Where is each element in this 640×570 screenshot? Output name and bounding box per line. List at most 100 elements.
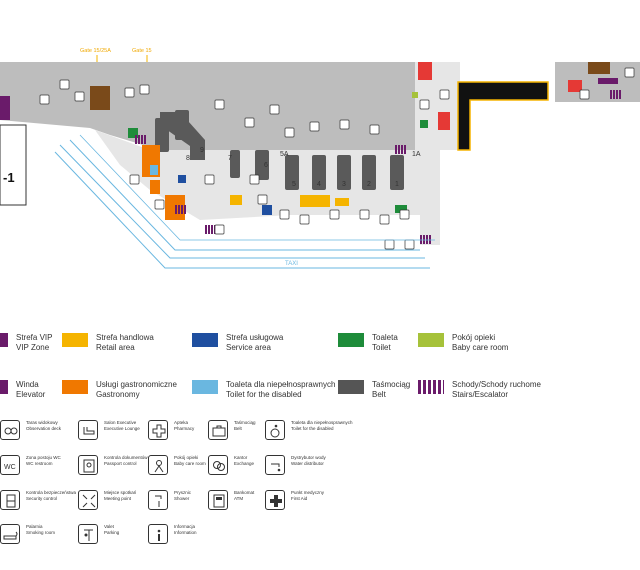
legend-icon-label-en: Passport control: [104, 460, 137, 466]
stairs-stripe: [610, 90, 612, 99]
legend-label-en: Baby care room: [452, 343, 509, 352]
first-aid-icon: [265, 490, 285, 510]
legend-label-en: Elevator: [16, 390, 46, 399]
legend-label-pl: Strefa VIP: [16, 333, 53, 342]
map-service-icon: [299, 214, 310, 225]
map-service-icon: [204, 174, 215, 185]
stairs-stripe: [429, 235, 431, 244]
stairs-stripe: [208, 225, 210, 234]
water-tap-icon: [265, 455, 285, 475]
map-service-icon: [339, 119, 350, 130]
legend-label-en: Toilet: [372, 343, 391, 352]
legend-label-pl: Pokój opieki: [452, 333, 496, 342]
zone-block: [418, 62, 432, 80]
security-icon: [0, 490, 20, 510]
legend-label-pl: Strefa handlowa: [96, 333, 154, 342]
legend-label-pl: Strefa usługowa: [226, 333, 284, 342]
map-service-icon: [419, 99, 430, 110]
belt-number-label: 1A: [412, 151, 421, 158]
legend-icon-label-pl: Zona postoju WC: [26, 455, 61, 460]
map-icons: [39, 67, 635, 250]
belt-9: [390, 155, 404, 190]
belt-8: [362, 155, 376, 190]
stairs-stripe: [619, 90, 621, 99]
atm-icon: [208, 490, 228, 510]
zone-block: [412, 92, 418, 98]
stairs-stripe: [616, 90, 618, 99]
map-service-icon: [399, 209, 410, 220]
stairs-stripe: [398, 145, 400, 154]
belt-number-label: 7: [228, 155, 232, 162]
legend-icon-label-pl: Taśmociąg: [234, 420, 256, 425]
legend-icon-label-en: Observation deck: [26, 425, 62, 431]
legend-icon-label-pl: Miejsce spotkań: [104, 490, 137, 495]
legend-icon-label-en: ATM: [234, 495, 244, 501]
legend-swatch: [338, 333, 364, 347]
map-service-icon: [244, 117, 255, 128]
map-service-icon: [269, 104, 280, 115]
legend-swatch: [0, 380, 8, 394]
legend-icon-label-pl: Informacja: [174, 524, 196, 529]
legend-icon-label-pl: Toaleta dla niepełnosprawnych: [291, 420, 353, 425]
zone-block: [395, 205, 407, 213]
legend-icon-label-en: Shower: [174, 495, 190, 501]
map-service-icon: [384, 239, 395, 250]
legend-icon-label-en: Exchange: [234, 460, 255, 466]
legend-label-pl: Toaleta dla niepełnosprawnych: [226, 380, 336, 389]
stairs-stripe: [613, 90, 615, 99]
map-service-icon: [329, 209, 340, 220]
wheelchair-icon: [265, 420, 285, 440]
belt-3: [230, 150, 240, 178]
zone-blocks: [0, 62, 618, 220]
belt-5: [285, 155, 299, 190]
legend-label-pl: Winda: [16, 380, 39, 389]
wc-icon: WC: [0, 455, 20, 475]
legend-icon-label-en: Toilet for the disabled: [291, 425, 334, 431]
zone-block: [438, 112, 450, 130]
zone-block: [420, 120, 428, 128]
legend-label-en: Toilet for the disabled: [226, 390, 302, 399]
zone-block: [568, 80, 582, 92]
stairs-stripe: [205, 225, 207, 234]
legend-icon-label-pl: Dystrybutor wody: [291, 455, 326, 460]
legend-label-pl: Schody/Schody ruchome: [452, 380, 541, 389]
zone-block: [0, 96, 10, 120]
belt-number-label: 8: [186, 155, 190, 162]
legend-icon-label-en: Information: [174, 529, 197, 535]
legend-label-pl: Taśmociąg: [372, 380, 411, 389]
road-line-4: [79, 134, 435, 241]
map-service-icon: [439, 89, 450, 100]
map-service-icon: [404, 239, 415, 250]
legend-icon-label-pl: Prysznic: [174, 490, 192, 495]
gate-label-right: Gate 15: [132, 48, 152, 54]
belt-7: [337, 155, 351, 190]
exchange-icon: [208, 455, 228, 475]
belt-number-label: 2: [367, 181, 371, 188]
map-service-icon: [249, 174, 260, 185]
stairs-stripe: [135, 135, 137, 144]
zone-block: [262, 205, 272, 215]
map-service-icon: [624, 67, 635, 78]
stairs-stripe: [178, 205, 180, 214]
stairs-stripe: [401, 145, 403, 154]
legend-label-en: VIP Zone: [16, 343, 50, 352]
legend-label-en: Gastronomy: [96, 390, 140, 399]
gate-label-left: Gate 15/25A: [80, 48, 111, 54]
zone-block: [178, 175, 186, 183]
legend-swatch: [62, 333, 88, 347]
legend-icon-label-en: Baby care room: [174, 460, 206, 466]
legend-label-en: Belt: [372, 390, 386, 399]
legend-icon-label-en: WC restroom: [26, 460, 53, 466]
belt-number-label: 4: [317, 181, 321, 188]
shower-icon: [148, 490, 168, 510]
stairs-stripe: [404, 145, 406, 154]
zone-block: [598, 78, 618, 84]
